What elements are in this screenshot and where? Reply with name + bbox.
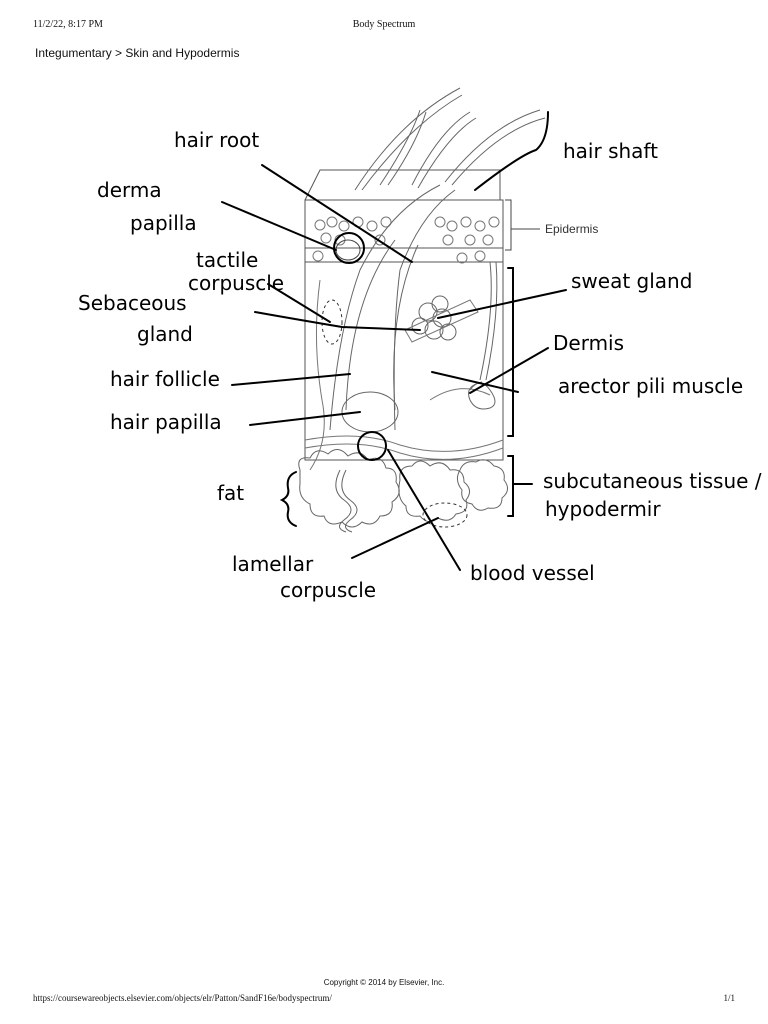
label-subcutaneous-line2: hypodermir [545,497,661,521]
hair-bulb-circle [357,431,387,461]
arrector-pili-muscle-illustration [404,299,479,343]
label-subcutaneous-line1: subcutaneous tissue / [543,469,762,493]
sebaceous-gland-illustration [411,295,457,341]
blood-vessels-illustration [304,279,504,471]
skin-block-illustration [298,87,546,533]
print-date: 11/2/22, 8:17 PM [33,19,103,30]
copyright-text: Copyright © 2014 by Elsevier, Inc. [323,978,445,987]
label-dermis: Dermis [553,331,624,355]
label-sebaceous-gland-line1: Sebaceous [78,291,187,315]
label-sweat-gland: sweat gland [571,269,692,293]
tactile-corpuscle-illustration [321,299,343,345]
label-tactile-corpuscle-line2: corpuscle [188,271,284,295]
footer-url: https://coursewareobjects.elsevier.com/o… [33,993,332,1003]
leader-lines [221,111,567,571]
label-lamellar-corpuscle-line1: lamellar [232,552,314,576]
print-page-title: Body Spectrum [352,19,416,30]
label-fat: fat [217,481,244,505]
label-derma-papilla-line2: papilla [130,211,197,235]
label-tactile-corpuscle-line1: tactile [196,248,258,272]
epidermis-bracket [505,199,540,251]
label-hair-shaft: hair shaft [563,139,658,163]
lamellar-corpuscle-illustration [422,502,468,528]
derma-papilla-circle [333,232,365,264]
page-number: 1/1 [723,993,735,1003]
label-epidermis: Epidermis [545,222,598,236]
label-blood-vessel: blood vessel [470,561,595,585]
epidermis-cells [312,216,500,264]
label-arrector-pili-muscle: arector pili muscle [558,374,743,398]
fat-lobules-illustration [298,449,508,533]
hair-shafts [354,87,546,191]
label-hair-root: hair root [174,128,259,152]
label-hair-papilla: hair papilla [110,410,222,434]
dermal-papilla-illustration [335,239,361,261]
label-hair-follicle: hair follicle [110,367,220,391]
label-lamellar-corpuscle-line2: corpuscle [280,578,376,602]
breadcrumb[interactable]: Integumentary > Skin and Hypodermis [35,46,240,60]
label-sebaceous-gland-line2: gland [137,322,193,346]
label-derma-papilla-line1: derma [97,178,162,202]
